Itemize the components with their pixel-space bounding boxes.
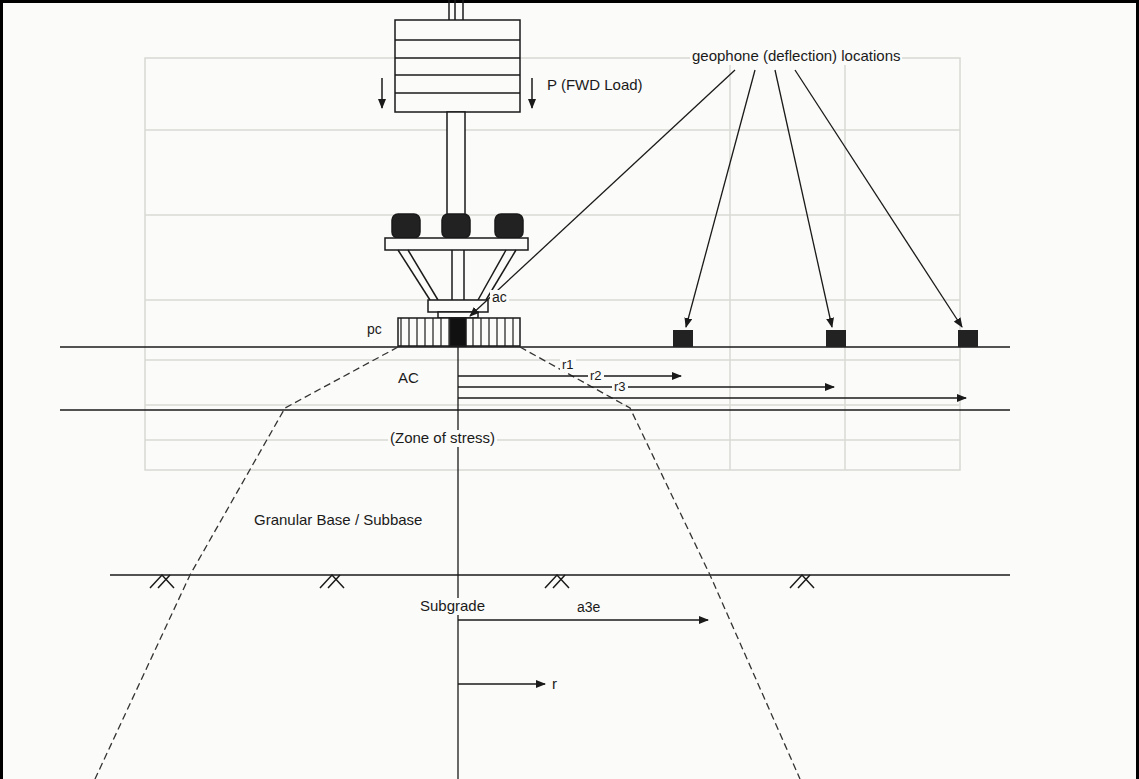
offset-label: r2 (588, 369, 604, 383)
pressure-symbol: pc (365, 322, 384, 337)
layer-label: AC (396, 370, 421, 387)
offset-label: r3 (612, 380, 628, 394)
pavement-layers (60, 347, 1010, 588)
radius-symbol: ac (490, 290, 509, 305)
layer-label: Subgrade (418, 598, 487, 615)
radius-arrows (458, 376, 966, 684)
load-label: P (FWD Load) (545, 77, 645, 94)
center-line (457, 347, 458, 779)
dimension-label: a3e (575, 600, 602, 615)
radius-symbol: r (550, 676, 559, 693)
offset-label: r1 (560, 358, 576, 372)
faded-table (145, 58, 960, 470)
geophone-leaders (470, 70, 962, 327)
stress-zone (95, 347, 800, 779)
geophone-label: geophone (deflection) locations (690, 48, 902, 65)
fwd-apparatus (382, 0, 532, 346)
layer-label: Granular Base / Subbase (252, 512, 424, 529)
geophones (673, 330, 978, 347)
zone-label: (Zone of stress) (388, 430, 497, 447)
